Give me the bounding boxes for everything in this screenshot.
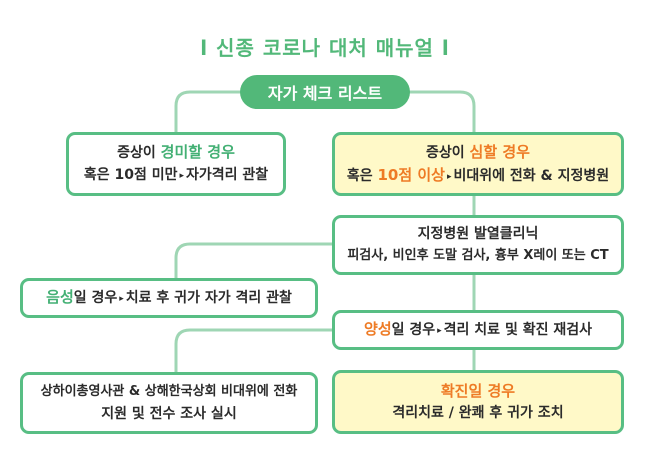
mild-line-2: 혹은 10점 미만▸자가격리 관찰 xyxy=(84,164,268,187)
confirmed-highlight: 확진일 경우 xyxy=(440,382,516,400)
mild-case-box: 증상이 경미할 경우 혹은 10점 미만▸자가격리 관찰 xyxy=(66,132,286,196)
page-title: l 신종 코로나 대처 매뉴얼 l xyxy=(200,36,450,60)
mild-line-1-text: 증상이 xyxy=(117,145,161,161)
confirmed-line-2: 격리치료 / 완쾌 후 귀가 조치 xyxy=(392,405,564,421)
negative-text: 일 경우 xyxy=(73,290,118,306)
checklist-pill: 자가 체크 리스트 xyxy=(240,75,410,109)
positive-text: 일 경우 xyxy=(391,322,436,338)
negative-highlight: 음성 xyxy=(46,288,74,306)
mild-highlight: 경미할 경우 xyxy=(160,143,235,161)
arrow-right-icon: ▸ xyxy=(119,294,124,304)
severe-line-1-text: 증상이 xyxy=(426,144,470,161)
arrow-right-icon: ▸ xyxy=(437,326,442,336)
connector-checklist-severe xyxy=(408,90,476,134)
negative-line: 음성일 경우▸치료 후 귀가 자가 격리 관찰 xyxy=(46,286,292,310)
severe-highlight: 심할 경우 xyxy=(469,142,530,161)
clinic-box: 지정병원 발열클리닉 피검사, 비인후 도말 검사, 흉부 X레이 또는 CT xyxy=(332,215,624,275)
severe-case-box: 증상이 심할 경우 혹은 10점 이상▸비대위에 전화 & 지정병원 xyxy=(332,132,624,196)
connector-checklist-mild xyxy=(174,90,242,134)
support-box: 상하이총영사관 & 상해한국상회 비대위에 전화 지원 및 전수 조사 실시 xyxy=(20,372,318,434)
severe-line-2: 혹은 10점 이상▸비대위에 전화 & 지정병원 xyxy=(347,164,609,188)
mild-line-2-text: 혹은 10점 미만 xyxy=(83,167,178,183)
arrow-right-icon: ▸ xyxy=(446,171,452,182)
negative-action: 치료 후 귀가 자가 격리 관찰 xyxy=(125,290,292,306)
connector-positive-support xyxy=(174,328,340,374)
positive-line: 양성일 경우▸격리 치료 및 확진 재검사 xyxy=(364,318,592,342)
connector-clinic-negative xyxy=(174,242,340,280)
positive-action: 격리 치료 및 확진 재검사 xyxy=(443,322,592,338)
support-line-2: 지원 및 전수 조사 실시 xyxy=(101,406,237,422)
negative-box: 음성일 경우▸치료 후 귀가 자가 격리 관찰 xyxy=(20,278,318,318)
severe-line-2-text: 혹은 xyxy=(346,167,378,184)
clinic-line-1: 지정병원 발열클리닉 xyxy=(417,226,539,242)
severe-line-1: 증상이 심할 경우 xyxy=(426,141,530,164)
positive-highlight: 양성 xyxy=(364,320,392,338)
arrow-right-icon: ▸ xyxy=(179,171,184,181)
mild-line-1: 증상이 경미할 경우 xyxy=(117,141,235,164)
severe-score-highlight: 10점 이상 xyxy=(377,165,445,184)
confirmed-box: 확진일 경우 격리치료 / 완쾌 후 귀가 조치 xyxy=(332,370,624,434)
mild-action: 자가격리 관찰 xyxy=(186,167,269,183)
clinic-line-2: 피검사, 비인후 도말 검사, 흉부 X레이 또는 CT xyxy=(347,248,609,263)
support-line-1: 상하이총영사관 & 상해한국상회 비대위에 전화 xyxy=(40,384,298,399)
positive-box: 양성일 경우▸격리 치료 및 확진 재검사 xyxy=(332,310,624,350)
checklist-label: 자가 체크 리스트 xyxy=(267,84,383,103)
severe-action: 비대위에 전화 & 지정병원 xyxy=(453,167,610,184)
